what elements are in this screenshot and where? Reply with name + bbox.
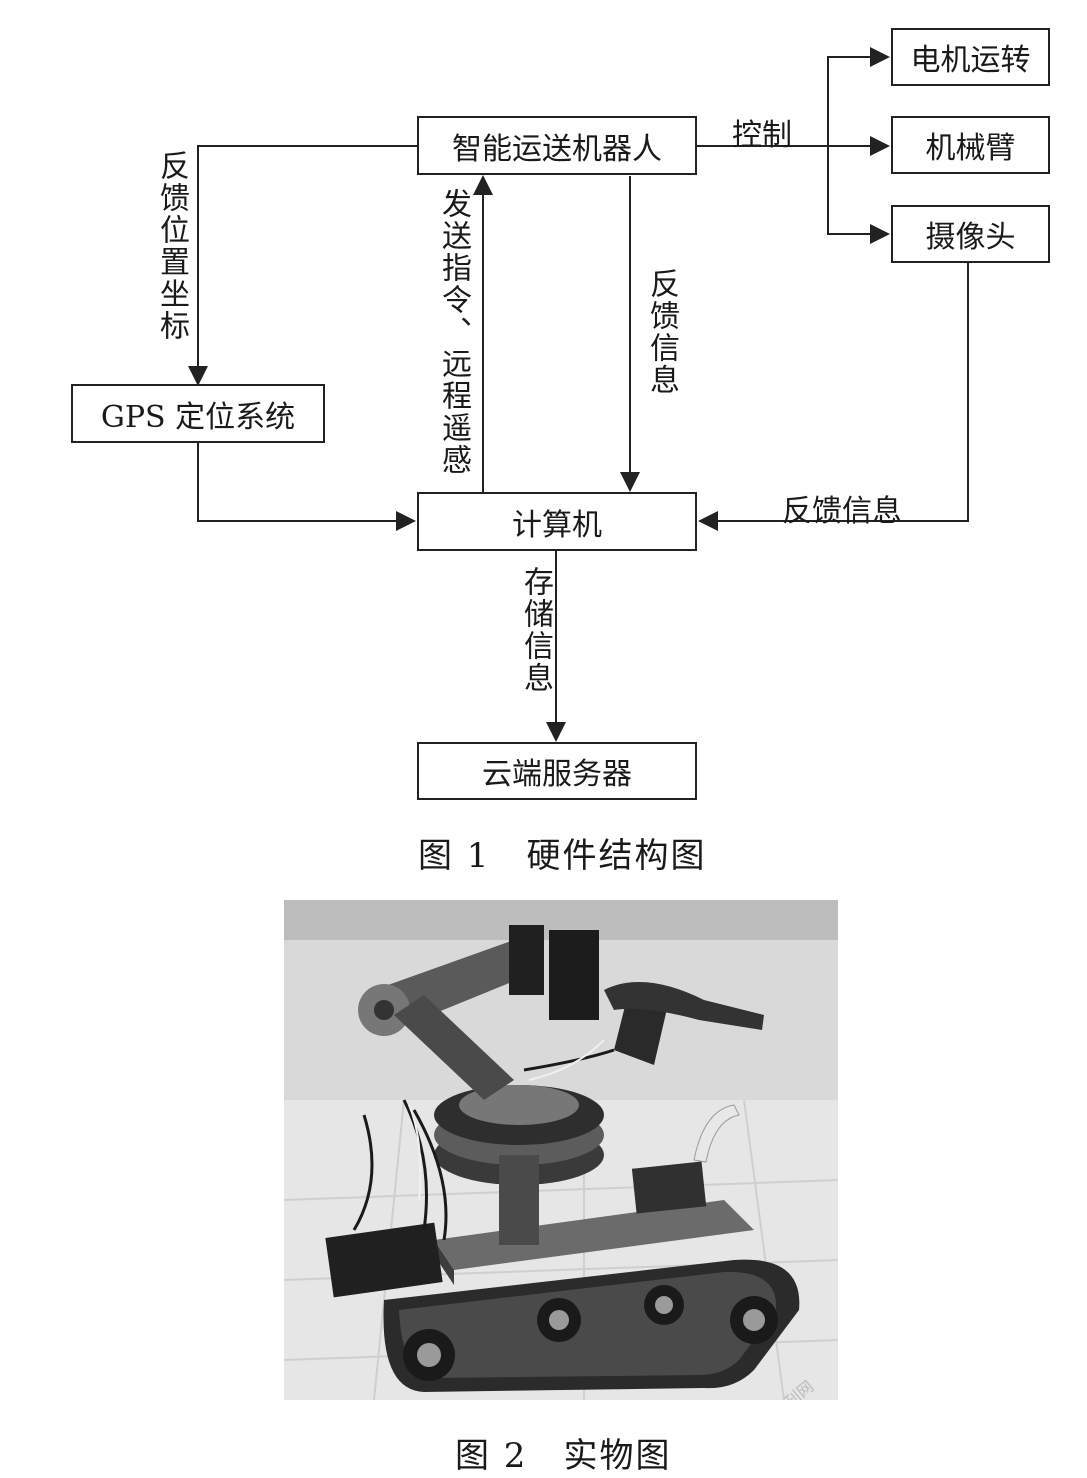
node-camera: 摄像头 <box>891 205 1050 263</box>
label-send-command: 发送指令、远程遥感 <box>436 188 471 476</box>
label-feedback-info-camera: 反馈信息 <box>782 494 902 529</box>
node-motor: 电机运转 <box>891 28 1050 86</box>
figure2-caption: 图 2 实物图 <box>455 1436 672 1476</box>
connector-lines <box>188 47 969 742</box>
node-computer: 计算机 <box>417 492 697 551</box>
node-arm: 机械臂 <box>891 116 1050 174</box>
label-feedback-position: 反馈位置坐标 <box>154 150 189 342</box>
figure1-caption: 图 1 硬件结构图 <box>418 836 707 876</box>
gps-to-computer-line <box>197 443 416 531</box>
node-robot: 智能运送机器人 <box>417 116 697 175</box>
label-store-info: 存储信息 <box>518 566 553 694</box>
camera-to-computer-line <box>698 263 969 531</box>
node-cloud: 云端服务器 <box>417 742 697 800</box>
track-assembly <box>383 1259 800 1392</box>
robot-photo: 龙源期刊网 <box>284 900 838 1400</box>
robot-to-gps-line <box>188 145 417 386</box>
label-control: 控制 <box>732 118 792 153</box>
node-gps: GPS 定位系统 <box>71 384 325 443</box>
branch-to-motor-line <box>827 47 890 146</box>
label-feedback-info-robot: 反馈信息 <box>644 268 679 396</box>
branch-to-camera-line <box>827 146 890 244</box>
